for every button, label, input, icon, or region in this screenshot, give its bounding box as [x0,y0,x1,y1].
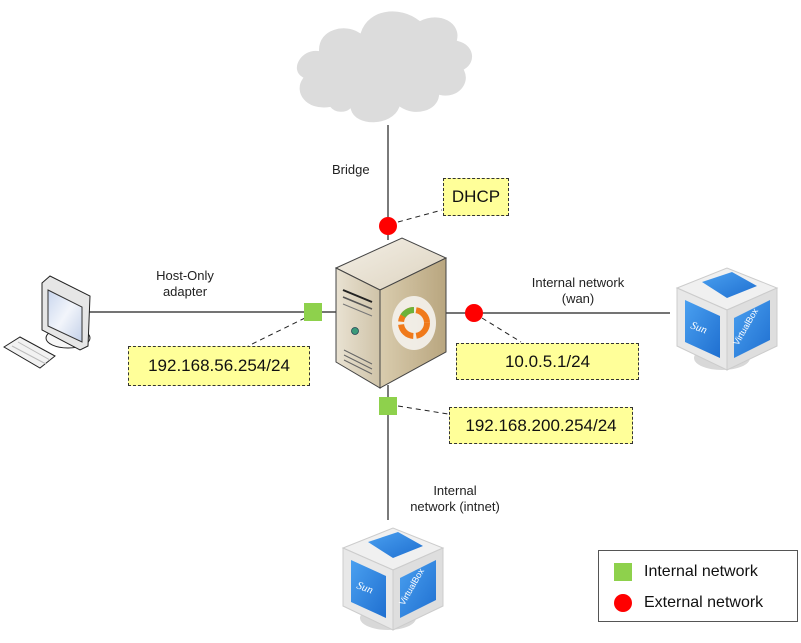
dhcp-connector [397,209,443,223]
server-icon [334,237,448,389]
red-circle-icon [614,594,632,612]
virtualbox-vm-intnet-icon: Sun VirtualBox [341,527,445,631]
wan-ip-callout: 10.0.5.1/24 [456,343,639,380]
intnet-ip-callout: 192.168.200.254/24 [449,407,633,444]
legend-item-external: External network [599,594,763,612]
wan-label-line2: (wan) [561,291,595,306]
host-only-label: Host-Only adapter [140,268,230,300]
host-only-internal-interface [304,303,322,321]
host-computer-icon [3,275,91,369]
host-only-label-line1: Host-Only [156,268,214,283]
legend-internal-label: Internal network [644,563,758,580]
intnet-label-line2: network (intnet) [410,499,500,514]
bridge-external-interface [379,217,397,235]
sun-logo-text: Sun [689,320,709,337]
green-square-icon [614,563,632,581]
legend: Internal network External network [598,550,798,622]
wan-label-line1: Internal network [531,275,625,290]
wan-ip-connector [481,317,522,343]
host-only-ip-callout: 192.168.56.254/24 [128,346,310,386]
bridge-label: Bridge [332,162,370,177]
sun-logo-text: Sun [355,580,375,597]
intnet-label-line1: Internal [433,483,477,498]
host-only-label-line2: adapter [162,284,208,299]
intnet-label: Internal network (intnet) [395,483,515,515]
wan-label: Internal network (wan) [518,275,638,307]
intnet-ip-connector [397,405,449,415]
cloud-icon [295,9,474,125]
virtualbox-vm-wan-icon: Sun VirtualBox [675,267,779,371]
dhcp-callout: DHCP [443,178,509,216]
host-only-ip-connector [247,317,306,347]
legend-item-internal: Internal network [599,563,758,581]
intnet-internal-interface [379,397,397,415]
legend-external-label: External network [644,594,764,611]
wan-external-interface [465,304,483,322]
